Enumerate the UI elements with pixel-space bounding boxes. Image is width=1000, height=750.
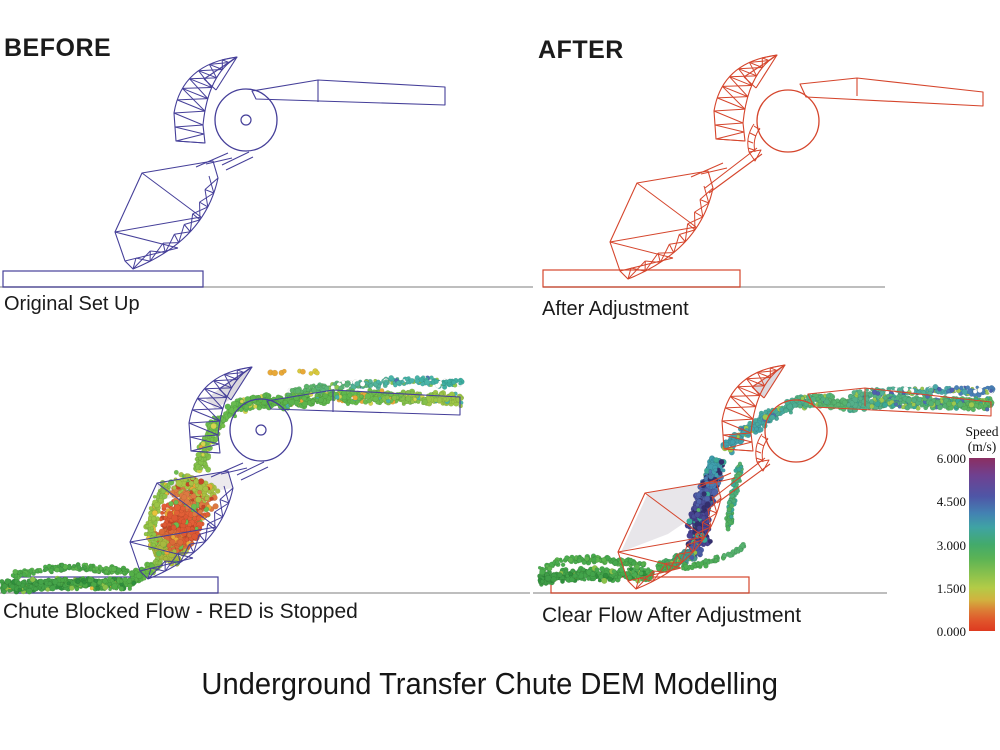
before-header: BEFORE [4, 34, 112, 62]
after-header: AFTER [538, 36, 624, 64]
legend-tick-4.500: 4.500 [936, 494, 966, 510]
figure-title: Underground Transfer Chute DEM Modelling [201, 666, 779, 701]
legend-tick-6.000: 6.000 [936, 451, 966, 466]
legend-title-line2: (m/s) [967, 439, 997, 454]
before-caption: Original Set Up [4, 293, 140, 315]
blocked-particles [0, 368, 465, 595]
legend-title-line1: Speed [965, 424, 999, 439]
clear-particles [537, 383, 996, 587]
clear-caption: Clear Flow After Adjustment [542, 604, 802, 627]
legend-tick-0.000: 0.000 [936, 624, 966, 639]
blocked-caption: Chute Blocked Flow - RED is Stopped [3, 600, 358, 623]
legend-title: Speed (m/s) [950, 424, 1000, 454]
speed-colorbar [969, 458, 995, 631]
legend-tick-1.500: 1.500 [936, 580, 966, 596]
legend-tick-3.000: 3.000 [936, 537, 966, 553]
after-caption: After Adjustment [542, 298, 689, 320]
